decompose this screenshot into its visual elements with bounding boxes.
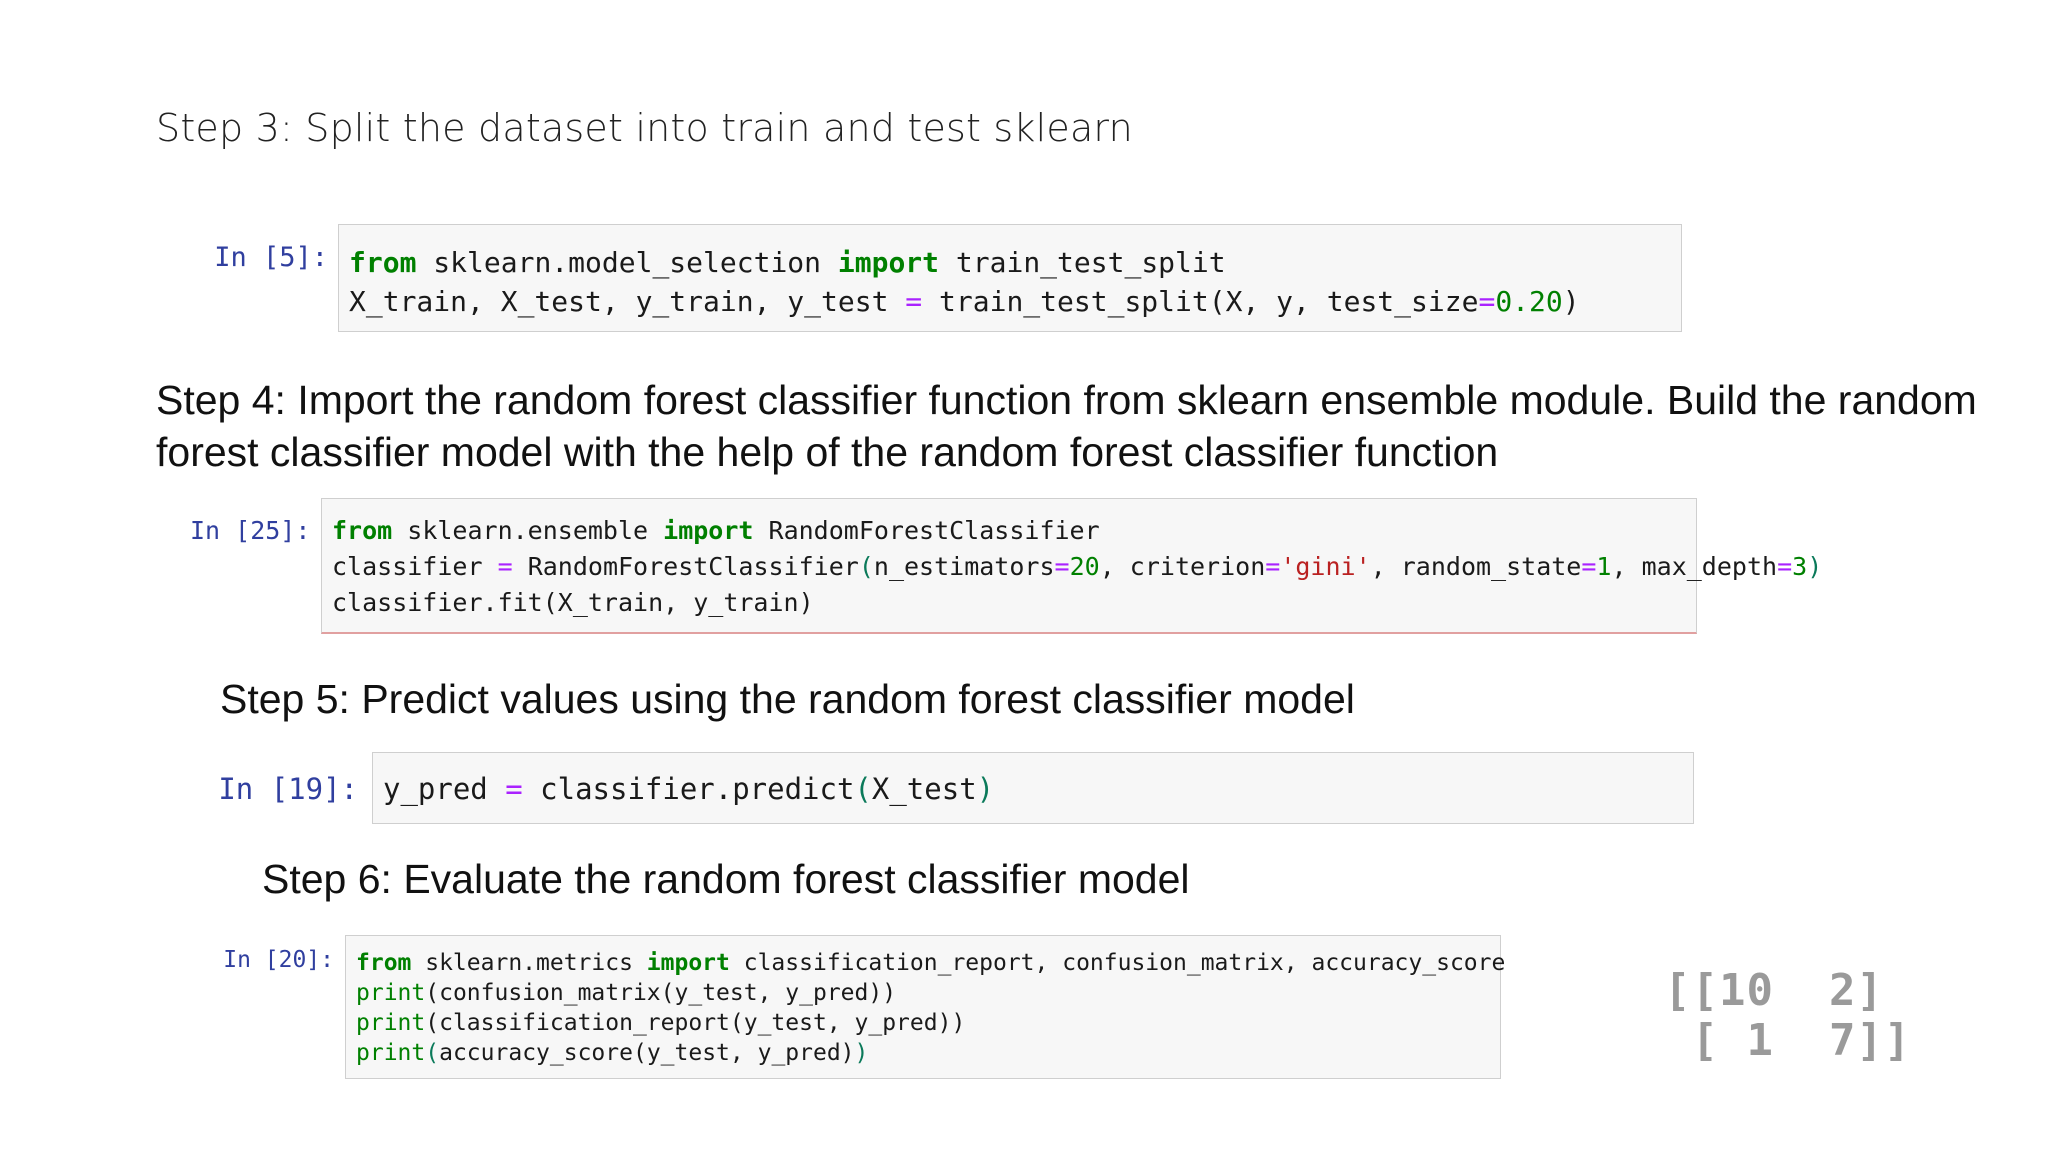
output-line: [[10 2]	[1664, 965, 1884, 1016]
code-cell-predict[interactable]: In [19]: y_pred = classifier.predict(X_t…	[216, 752, 1694, 824]
code-line-import: from sklearn.metrics import classificati…	[356, 950, 1506, 976]
cell-prompt: In [5]:	[214, 242, 328, 273]
code-line-import: from sklearn.model_selection import trai…	[349, 246, 1226, 279]
code-editor[interactable]: from sklearn.ensemble import RandomFores…	[321, 498, 1823, 634]
code-line-import: from sklearn.ensemble import RandomFores…	[332, 516, 1100, 545]
confusion-matrix-output: [[10 2] [ 1 7]]	[1664, 966, 1911, 1066]
cell-prompt: In [20]:	[223, 947, 334, 973]
step3-heading: Step 3: Split the dataset into train and…	[156, 106, 1133, 150]
code-line-fit: classifier.fit(X_train, y_train)	[332, 588, 814, 617]
step5-heading: Step 5: Predict values using the random …	[220, 676, 1355, 722]
code-cell-build-classifier[interactable]: In [25]: from sklearn.ensemble import Ra…	[190, 498, 1823, 634]
code-line-predict: y_pred = classifier.predict(X_test)	[383, 772, 995, 806]
code-editor[interactable]: from sklearn.metrics import classificati…	[345, 935, 1506, 1079]
code-cell-evaluate[interactable]: In [20]: from sklearn.metrics import cla…	[214, 935, 1506, 1079]
output-line: [ 1 7]]	[1664, 1015, 1912, 1066]
code-cell-train-test-split[interactable]: In [5]: from sklearn.model_selection imp…	[200, 224, 1682, 332]
code-line-print-accuracy: print(accuracy_score(y_test, y_pred))	[356, 1040, 869, 1066]
cell-prompt: In [25]:	[190, 516, 311, 545]
cell-prompt: In [19]:	[218, 772, 358, 806]
code-line-classifier: classifier = RandomForestClassifier(n_es…	[332, 552, 1823, 581]
step4-heading: Step 4: Import the random forest classif…	[156, 377, 1977, 475]
code-line-split: X_train, X_test, y_train, y_test = train…	[349, 285, 1580, 318]
step6-heading: Step 6: Evaluate the random forest class…	[262, 856, 1190, 902]
code-editor[interactable]: y_pred = classifier.predict(X_test)	[372, 752, 1694, 824]
code-line-print-report: print(classification_report(y_test, y_pr…	[356, 1010, 966, 1036]
code-line-print-confusion: print(confusion_matrix(y_test, y_pred))	[356, 980, 897, 1006]
code-editor[interactable]: from sklearn.model_selection import trai…	[338, 224, 1682, 332]
